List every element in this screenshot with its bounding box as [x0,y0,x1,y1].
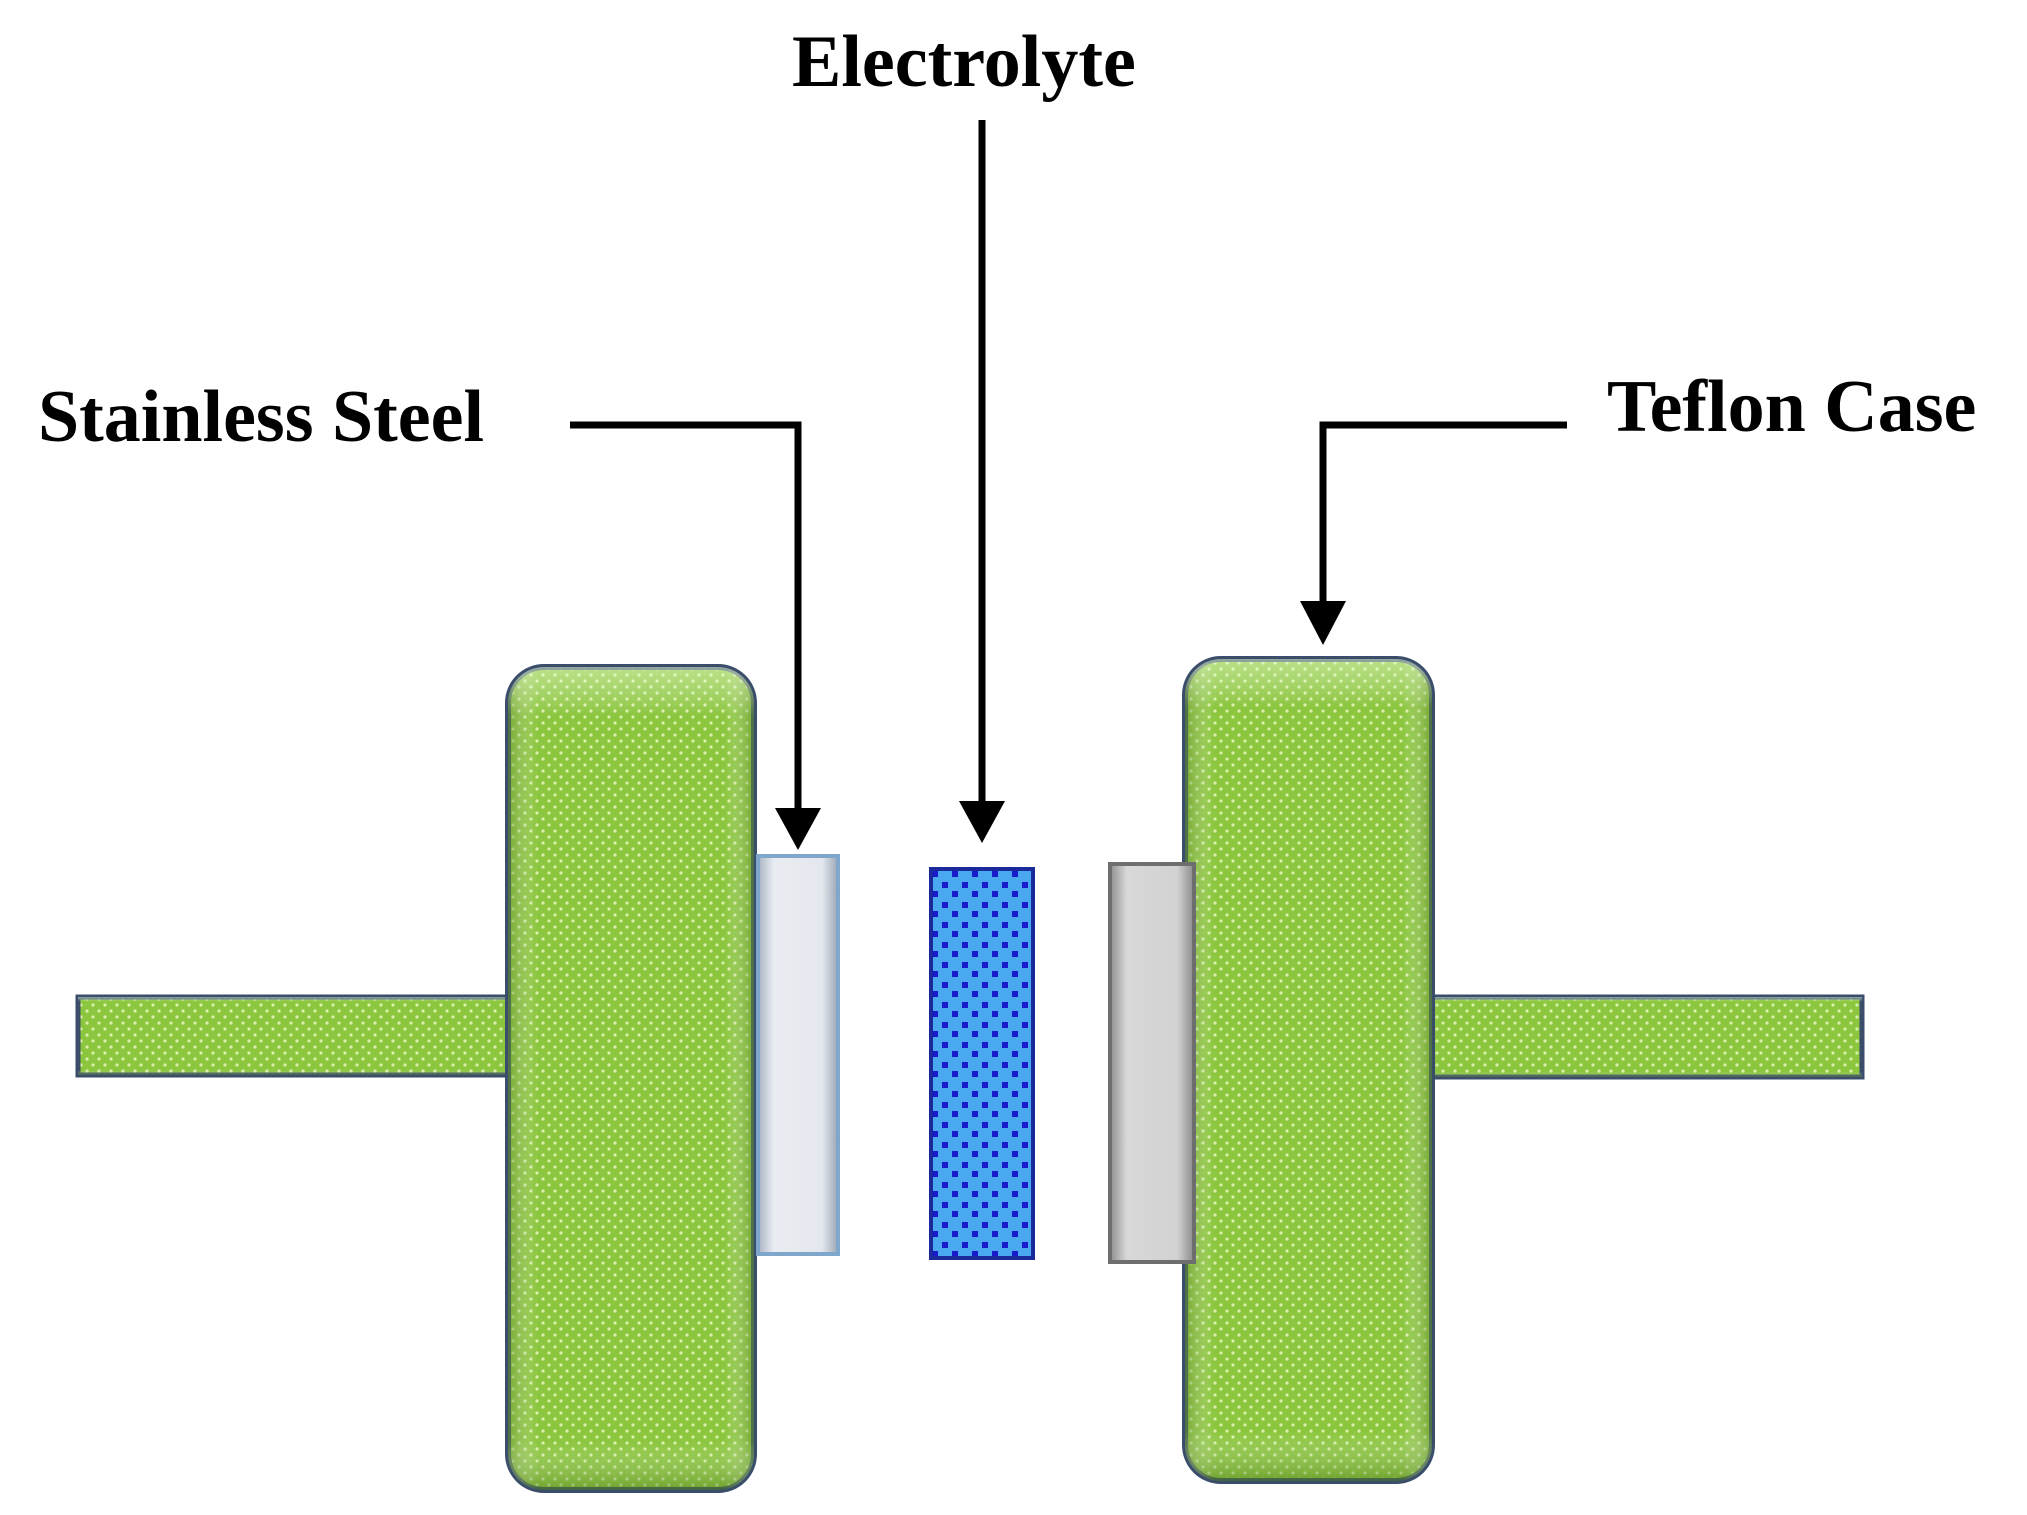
right-steel-electrode [1108,862,1196,1264]
right-teflon-block [1182,656,1435,1484]
teflon-case-label: Teflon Case [1607,366,1977,448]
stainless-steel-arrow [570,421,821,850]
left-steel-electrode [756,854,840,1256]
stainless-steel-label: Stainless Steel [38,376,485,458]
electrolyte-layer [929,867,1035,1260]
electrolyte-label: Electrolyte [792,21,1136,103]
right-rod [1427,994,1865,1080]
left-rod [75,994,513,1078]
teflon-case-arrow [1300,421,1567,645]
left-teflon-block [505,664,757,1493]
electrolyte-arrow [959,120,1005,843]
